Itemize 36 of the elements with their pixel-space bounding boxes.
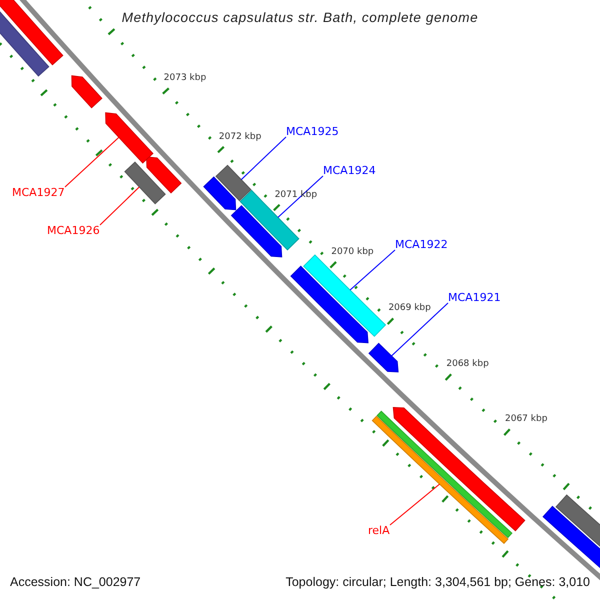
- gene-feature: [146, 156, 182, 194]
- gene-feature: [392, 407, 526, 532]
- scale-label: 2067 kbp: [505, 415, 548, 424]
- leader-line: [391, 302, 448, 356]
- gene-label: MCA1926: [47, 225, 100, 236]
- scale-label: 2072 kbp: [218, 132, 262, 142]
- leader-line: [350, 250, 396, 291]
- scale-label: 2069 kbp: [388, 304, 431, 314]
- genome-info-text: Topology: circular; Length: 3,304,561 bp; Genes: 3,010: [286, 576, 590, 588]
- gene-feature: [71, 75, 102, 108]
- gene-feature: [230, 205, 282, 258]
- gene-bar: [0, 0, 64, 66]
- gene-feature: [105, 112, 154, 164]
- accession-text: Accession: NC_002977: [10, 576, 141, 588]
- leader-line: [100, 186, 140, 226]
- leader-line: [390, 484, 440, 526]
- scale-label: 2068 kbp: [446, 360, 489, 370]
- gene-bar: [124, 161, 166, 204]
- gene-label: MCA1922: [395, 239, 448, 250]
- scale-label: 2073 kbp: [164, 74, 206, 83]
- gene-label: MCA1925: [286, 126, 339, 137]
- gene-bar: [215, 164, 252, 202]
- scale-label: 2071 kbp: [274, 190, 318, 200]
- gene-label: relA: [368, 525, 390, 536]
- gene-bar: [240, 190, 300, 250]
- leader-line: [277, 176, 324, 218]
- gene-label: MCA1927: [12, 187, 65, 198]
- map-title: Methylococcus capsulatus str. Bath, complete genome: [120, 11, 480, 24]
- gene-feature: [290, 266, 369, 344]
- gene-label: MCA1921: [448, 292, 501, 303]
- gene-bar: [303, 254, 386, 337]
- gene-feature: [203, 176, 236, 210]
- gene-label: MCA1924: [323, 165, 376, 176]
- leader-line: [64, 136, 120, 188]
- scale-label: 2070 kbp: [331, 248, 374, 257]
- gene-feature: [368, 342, 399, 372]
